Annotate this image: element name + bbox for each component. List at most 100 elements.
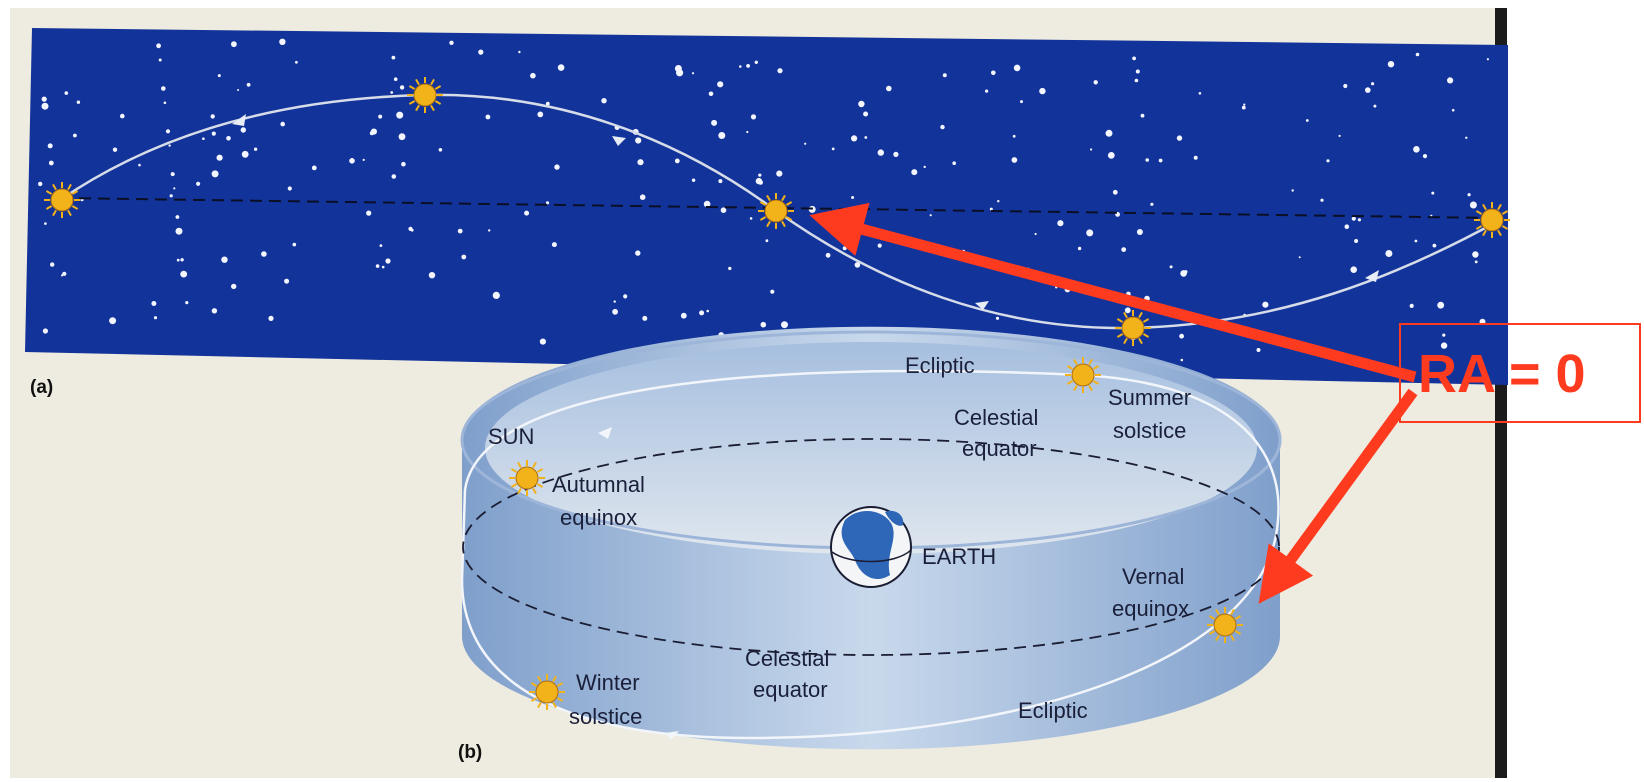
sun-ray bbox=[434, 100, 442, 105]
star-dot bbox=[940, 124, 945, 130]
star-dot bbox=[1442, 333, 1446, 337]
star-dot bbox=[706, 309, 709, 313]
star-dot bbox=[295, 60, 298, 64]
star-dot bbox=[1343, 83, 1348, 89]
sun-disc bbox=[1480, 208, 1504, 232]
sun-ray bbox=[1088, 384, 1093, 392]
star-dot bbox=[151, 301, 157, 306]
sun-ray bbox=[1088, 358, 1093, 366]
star-dot bbox=[601, 98, 607, 104]
star-dot bbox=[112, 147, 118, 152]
star-dot bbox=[268, 315, 274, 321]
star-dot bbox=[378, 114, 383, 119]
star-dot bbox=[1013, 64, 1021, 72]
star-dot bbox=[73, 133, 77, 138]
sun-ray bbox=[415, 78, 420, 86]
sky-sun-3-icon bbox=[758, 193, 794, 229]
star-dot bbox=[911, 169, 918, 176]
earth-icon bbox=[830, 506, 912, 588]
star-dot bbox=[1467, 193, 1471, 197]
sun-ray bbox=[530, 697, 538, 702]
star-dot bbox=[1451, 108, 1455, 112]
star-field bbox=[38, 38, 1489, 362]
band-ecliptic-ring bbox=[460, 369, 1280, 740]
vernal-equinox-label-2: equinox bbox=[1112, 596, 1189, 621]
band-arrow-icon bbox=[665, 731, 679, 740]
star-dot bbox=[62, 271, 67, 276]
star-dot bbox=[50, 262, 55, 267]
sun-ray bbox=[45, 190, 53, 195]
sun-disc bbox=[515, 466, 539, 490]
star-dot bbox=[1354, 239, 1359, 243]
star-dot bbox=[393, 77, 398, 81]
star-dot bbox=[280, 121, 286, 127]
star-dot bbox=[777, 68, 783, 74]
sun-ray bbox=[781, 194, 786, 202]
star-dot bbox=[530, 72, 536, 79]
star-dot bbox=[1437, 301, 1445, 309]
star-dot bbox=[1180, 358, 1184, 362]
star-dot bbox=[718, 132, 726, 139]
star-dot bbox=[691, 72, 695, 75]
star-dot bbox=[691, 178, 696, 182]
star-dot bbox=[537, 111, 544, 118]
summer-solstice-label-1: Summer bbox=[1108, 385, 1191, 410]
ra-arrow-to-band bbox=[1258, 388, 1418, 604]
star-dot bbox=[854, 262, 861, 268]
sun-ray bbox=[1142, 333, 1150, 338]
sun-ray bbox=[556, 697, 564, 702]
star-dot bbox=[1262, 301, 1269, 308]
star-dot bbox=[635, 250, 641, 256]
sun-ray bbox=[67, 183, 72, 191]
sun-ray bbox=[510, 468, 518, 473]
sun-ray bbox=[408, 85, 416, 90]
star-dot bbox=[554, 164, 560, 170]
sun-ray bbox=[1497, 203, 1502, 211]
star-dot bbox=[831, 147, 835, 151]
star-dot bbox=[41, 96, 47, 102]
star-dot bbox=[362, 158, 365, 161]
sun-ray bbox=[759, 201, 767, 206]
star-dot bbox=[202, 137, 205, 140]
earth-label: EARTH bbox=[922, 544, 996, 569]
sun-ray bbox=[1123, 311, 1128, 319]
sun-ray bbox=[1234, 630, 1242, 635]
star-dot bbox=[47, 143, 53, 149]
sun-ray bbox=[430, 104, 435, 112]
star-dot bbox=[391, 55, 396, 60]
star-dot bbox=[1169, 265, 1173, 269]
star-dot bbox=[557, 64, 565, 71]
star-dot bbox=[746, 130, 749, 134]
ra-label: RA = 0 bbox=[1418, 344, 1586, 404]
sun-ray bbox=[52, 183, 57, 191]
star-dot bbox=[635, 137, 642, 144]
sun-ray bbox=[1501, 210, 1509, 215]
star-dot bbox=[781, 321, 788, 329]
sun-ray bbox=[537, 701, 542, 709]
star-dot bbox=[739, 65, 742, 68]
star-dot bbox=[226, 136, 231, 141]
ra-arrow-to-sky bbox=[809, 202, 1417, 383]
winter-solstice-label-2: solstice bbox=[569, 704, 642, 729]
star-dot bbox=[240, 127, 246, 133]
star-dot bbox=[1365, 87, 1371, 93]
sun-disc bbox=[50, 188, 74, 212]
sky-sun-1-icon bbox=[44, 182, 80, 218]
star-dot bbox=[991, 70, 996, 76]
star-dot bbox=[44, 222, 47, 225]
sun-ray bbox=[1138, 311, 1143, 319]
star-dot bbox=[1136, 229, 1143, 235]
star-dot bbox=[746, 64, 750, 68]
star-dot bbox=[1357, 218, 1361, 222]
star-dot bbox=[138, 163, 141, 167]
star-dot bbox=[42, 328, 49, 334]
star-dot bbox=[842, 246, 847, 251]
sun-ray bbox=[1116, 333, 1124, 338]
star-dot bbox=[642, 315, 648, 321]
star-dot bbox=[1431, 191, 1435, 195]
sun-ray bbox=[45, 205, 53, 210]
star-dot bbox=[158, 58, 162, 62]
sun-ray bbox=[785, 201, 793, 206]
star-dot bbox=[545, 201, 550, 205]
